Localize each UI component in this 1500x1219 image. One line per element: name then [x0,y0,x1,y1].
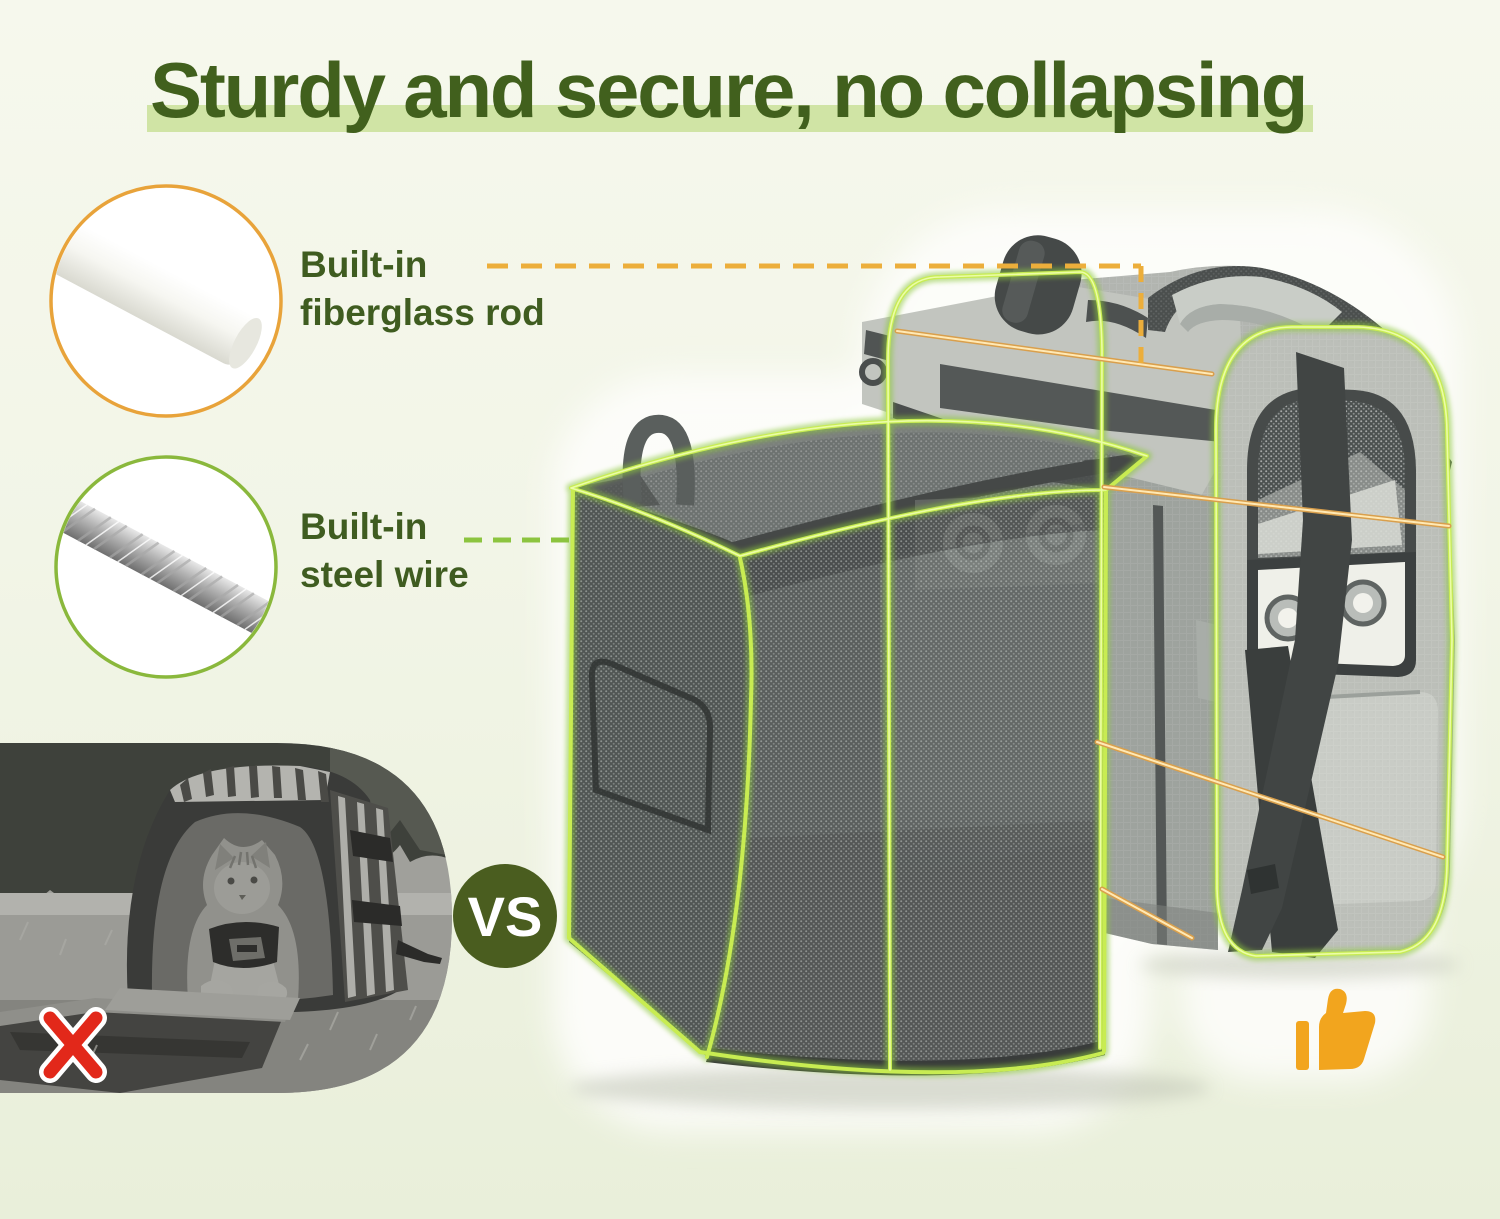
svg-text:VS: VS [468,885,543,948]
